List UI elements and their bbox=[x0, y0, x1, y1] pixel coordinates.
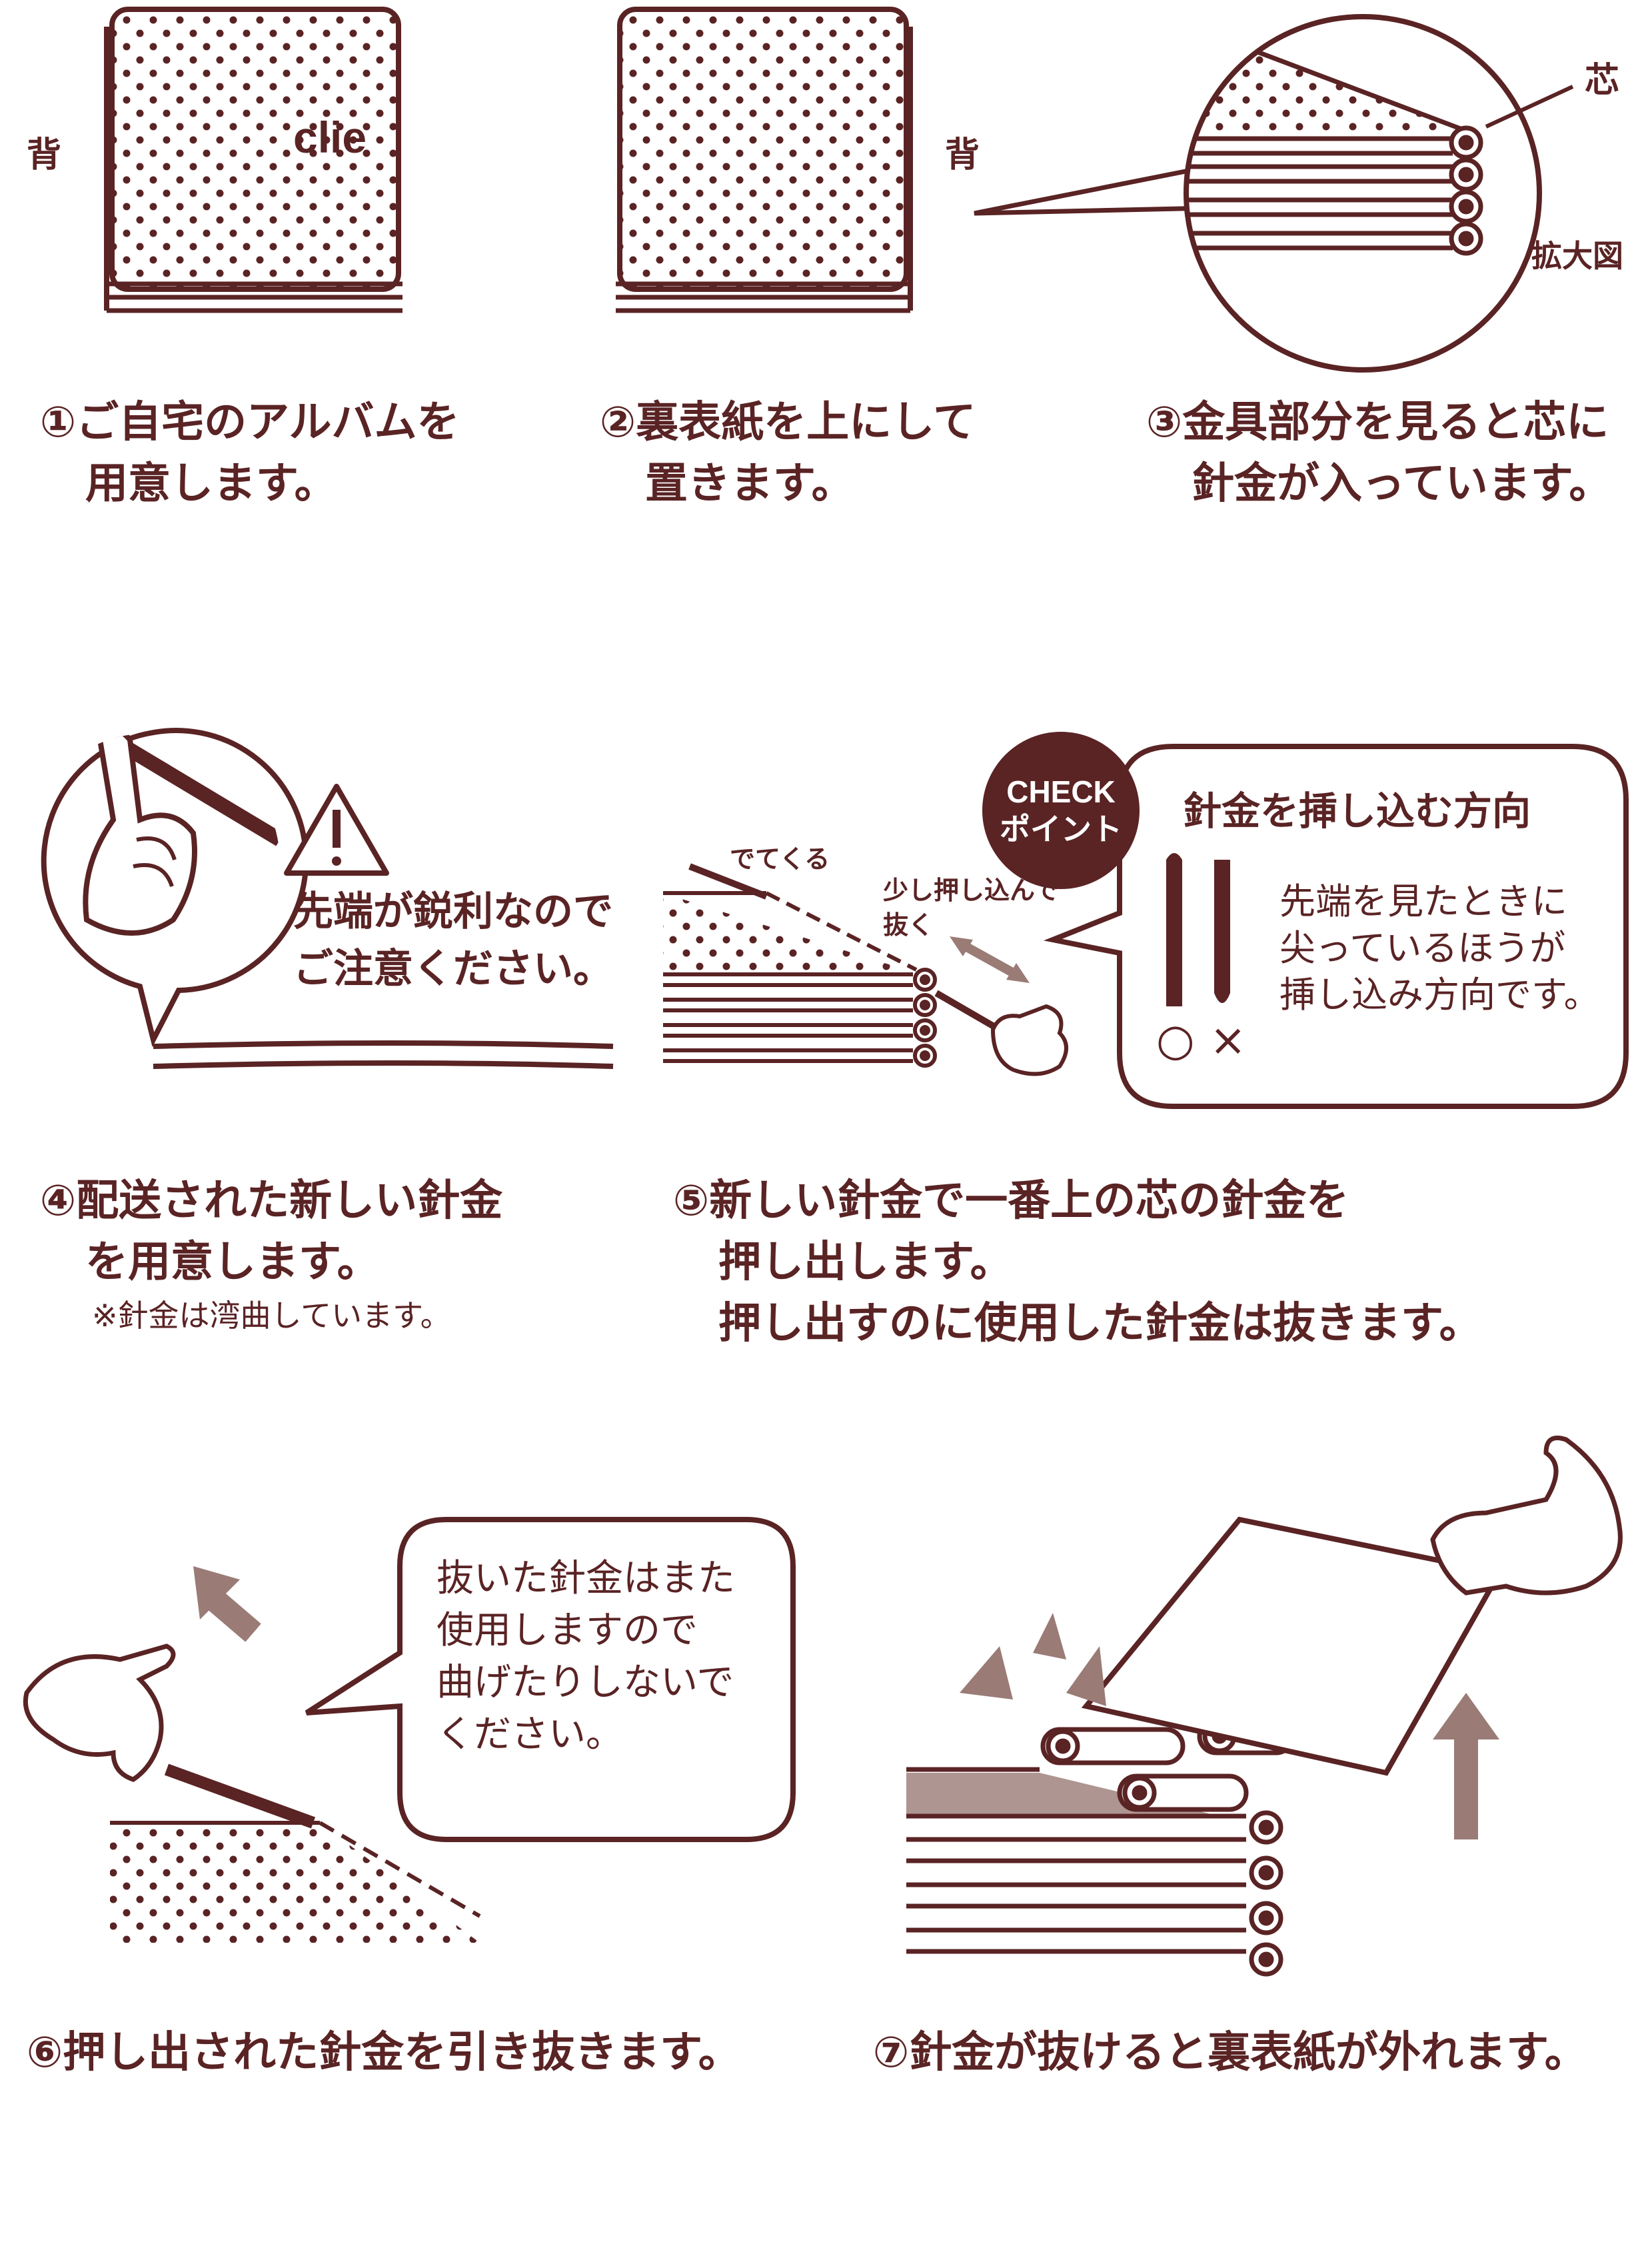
comes-out-label: でてくる bbox=[730, 844, 830, 874]
reuse-bubble-text: 抜いた針金はまた使用しますので 曲げたりしないでください。 bbox=[436, 1557, 735, 1756]
step1-caption: ①ご自宅のアルバムを 用意します。 bbox=[40, 398, 460, 509]
spine-label: 背 bbox=[27, 135, 62, 175]
core-label: 芯 bbox=[1585, 61, 1620, 101]
brand-logo: clie bbox=[293, 113, 367, 162]
finger-warning-illustration bbox=[41, 728, 309, 1048]
reuse-bubble bbox=[305, 1517, 796, 1842]
step4-note: ※針金は湾曲しています。 bbox=[92, 1298, 451, 1334]
step2-caption: ②裏表紙を上にして 置きます。 bbox=[600, 398, 976, 509]
ng-mark: × bbox=[1210, 1014, 1247, 1066]
step4-caption: ④配送された新しい針金 を用意します。 bbox=[40, 1176, 503, 1287]
step3-caption: ③金具部分を見ると芯に 針金が入っています。 bbox=[1146, 398, 1612, 509]
hinge-zoom-diagram bbox=[974, 14, 1574, 373]
cover-removal-diagram bbox=[906, 1436, 1623, 1977]
enlarged-label: 拡大図 bbox=[1531, 238, 1623, 274]
pull-out-diagram bbox=[23, 1566, 481, 1943]
spine-label: 背 bbox=[945, 135, 980, 175]
ok-mark: ○ bbox=[1156, 1014, 1195, 1066]
check-body: 先端を見たときに尖っているほうが挿し込み方向です。 bbox=[1279, 880, 1600, 1016]
push-label: 少し押し込んで抜く bbox=[883, 876, 1060, 940]
warning-text: 先端が鋭利なのでご注意ください。 bbox=[293, 888, 613, 992]
push-out-diagram bbox=[663, 863, 1068, 1076]
check-bubble bbox=[1044, 744, 1629, 1109]
album-front bbox=[104, 7, 403, 313]
album-back bbox=[616, 7, 913, 313]
step7-caption: ⑦針金が抜けると裏表紙が外れます。 bbox=[873, 2028, 1587, 2077]
warning-triangle-icon bbox=[284, 784, 389, 876]
step6-caption: ⑥押し出された針金を引き抜きます。 bbox=[27, 2028, 741, 2077]
step5-caption: ⑤新しい針金で一番上の芯の針金を 押し出します。 押し出すのに使用した針金は抜き… bbox=[673, 1176, 1482, 1348]
check-title: 針金を挿し込む方向 bbox=[1183, 788, 1531, 834]
new-wire bbox=[153, 1040, 614, 1069]
